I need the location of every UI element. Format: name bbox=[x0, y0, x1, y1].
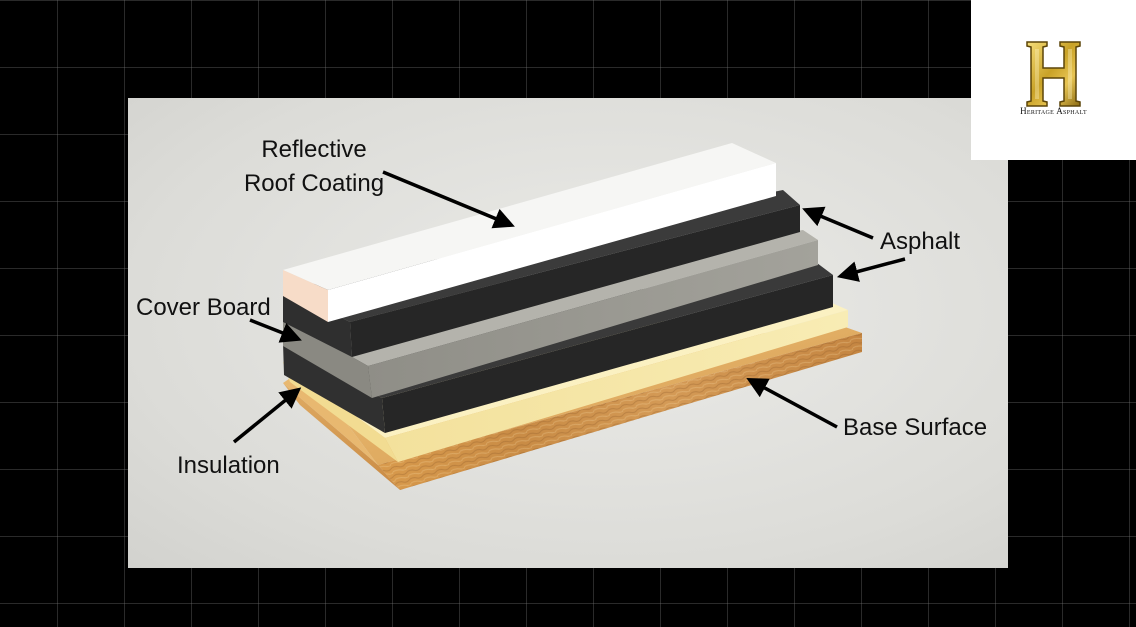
arrow-asphalt-upper bbox=[802, 206, 874, 240]
label-base-surface: Base Surface bbox=[843, 414, 987, 441]
arrow-insulation bbox=[232, 387, 302, 444]
label-reflective-line1: Reflective bbox=[261, 136, 366, 163]
label-cover-board: Cover Board bbox=[136, 294, 271, 321]
arrow-reflective bbox=[382, 170, 515, 229]
arrow-asphalt-lower bbox=[836, 257, 906, 282]
arrow-base-surface bbox=[746, 378, 838, 429]
reflective-coating-layer bbox=[283, 143, 776, 322]
label-insulation: Insulation bbox=[177, 452, 280, 479]
arrow-cover-board bbox=[249, 318, 302, 343]
label-reflective-line2: Roof Coating bbox=[244, 170, 384, 197]
h-letter-icon bbox=[1026, 41, 1081, 107]
label-asphalt: Asphalt bbox=[880, 228, 960, 255]
heritage-asphalt-logo: Heritage Asphalt bbox=[971, 0, 1136, 160]
logo-brand-text: Heritage Asphalt bbox=[1020, 106, 1087, 116]
